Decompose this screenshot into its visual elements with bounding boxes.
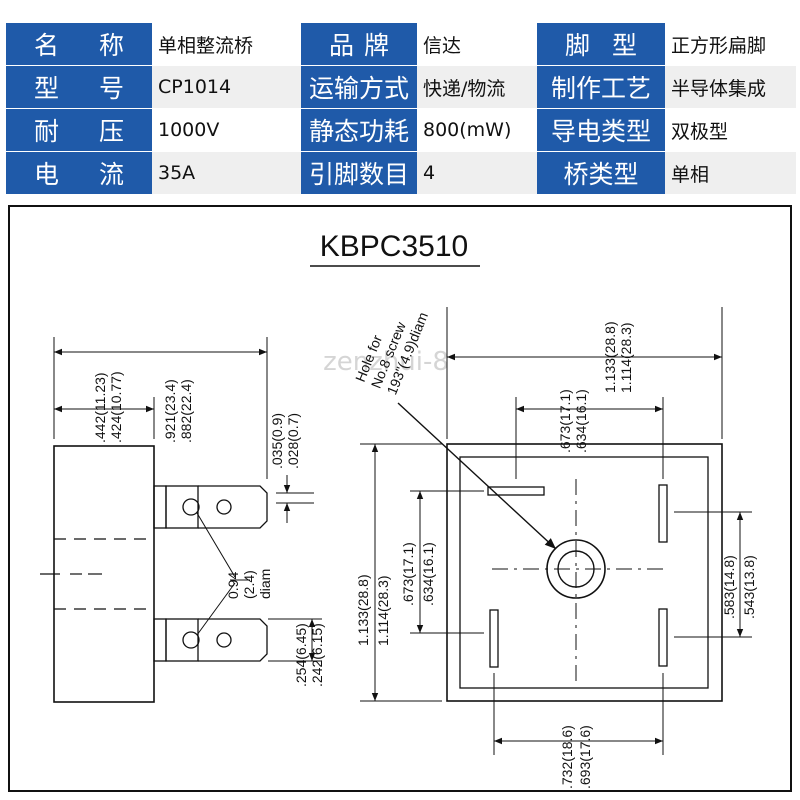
spec-value: 4: [417, 152, 537, 194]
spec-value: 半导体集成: [665, 66, 796, 108]
upper-terminal-hole: [182, 498, 200, 516]
spec-value: 快递/物流: [417, 66, 537, 108]
lower-terminal-hole: [182, 631, 200, 649]
spec-key: 制作工艺: [537, 66, 665, 108]
dim-outer-width: 1.133(28.8)1.114(28.3): [602, 321, 634, 393]
spec-value: 正方形扁脚: [665, 23, 796, 65]
lower-terminal-tab: [198, 618, 268, 662]
side-view: .921(23.4).882(22.4) .442(11.23).424(10.…: [40, 337, 325, 703]
spec-key: 品 牌: [301, 23, 417, 65]
side-body: [53, 445, 155, 703]
dim-tab-thickness: .035(0.9).028(0.7): [269, 413, 301, 469]
spec-value: 35A: [152, 152, 301, 194]
dim-pin-spacing-left: .673(17.1).634(16.1): [400, 542, 436, 606]
pin-top: [487, 486, 545, 496]
pin-bottom-left: [489, 609, 499, 668]
spec-value: 单相: [665, 152, 796, 194]
spec-key: 桥类型: [537, 152, 665, 194]
upper-terminal-base: [153, 485, 167, 529]
spec-key: 耐 压: [6, 109, 152, 151]
dimension-drawing: KBPC3510 zenzhui-8: [8, 205, 792, 792]
mount-hole-outer: [546, 539, 606, 599]
mount-hole-leader: [397, 402, 557, 550]
dim-body-width: .442(11.23).424(10.77): [92, 371, 124, 443]
spec-value: 双极型: [665, 109, 796, 151]
dim-tab-width: .254(6.45).242(6.15): [293, 623, 325, 687]
mount-hole-inner: [557, 550, 595, 588]
spec-row: 名 称单相整流桥品 牌信达脚 型正方形扁脚: [6, 23, 796, 65]
spec-value: 信达: [417, 23, 537, 65]
drawing-svg: KBPC3510 zenzhui-8: [40, 230, 757, 789]
top-body-inner: [459, 456, 709, 689]
lower-terminal-base: [153, 618, 167, 662]
dim-total-width: .921(23.4).882(22.4): [162, 379, 194, 443]
spec-value: 800(mW): [417, 109, 537, 151]
pin-right: [658, 484, 668, 543]
spec-key: 运输方式: [301, 66, 417, 108]
watermark: zenzhui-8: [323, 347, 449, 377]
spec-key: 脚 型: [537, 23, 665, 65]
dim-pin-spacing-top: .673(17.1).634(16.1): [557, 389, 589, 453]
spec-key: 电 流: [6, 152, 152, 194]
upper-terminal-tab: [198, 485, 268, 529]
drawing-title: KBPC3510: [320, 230, 468, 263]
top-body-outer: [446, 443, 723, 702]
spec-key: 名 称: [6, 23, 152, 65]
spec-key: 静态功耗: [301, 109, 417, 151]
spec-value: 单相整流桥: [152, 23, 301, 65]
pin-bottom-right: [658, 608, 668, 667]
dim-pin-spacing-right: .583(14.8).543(13.8): [721, 555, 757, 619]
dim-pin-spacing-bottom: .732(18.6).693(17.6): [559, 725, 593, 789]
spec-key: 导电类型: [537, 109, 665, 151]
spec-key: 引脚数目: [301, 152, 417, 194]
dim-hole-diam: 0.94(2.4)diam: [225, 569, 273, 599]
spec-value: 1000V: [152, 109, 301, 151]
spec-key: 型 号: [6, 66, 152, 108]
dim-outer-height: 1.133(28.8)1.114(28.3): [355, 574, 391, 646]
spec-value: CP1014: [152, 66, 301, 108]
